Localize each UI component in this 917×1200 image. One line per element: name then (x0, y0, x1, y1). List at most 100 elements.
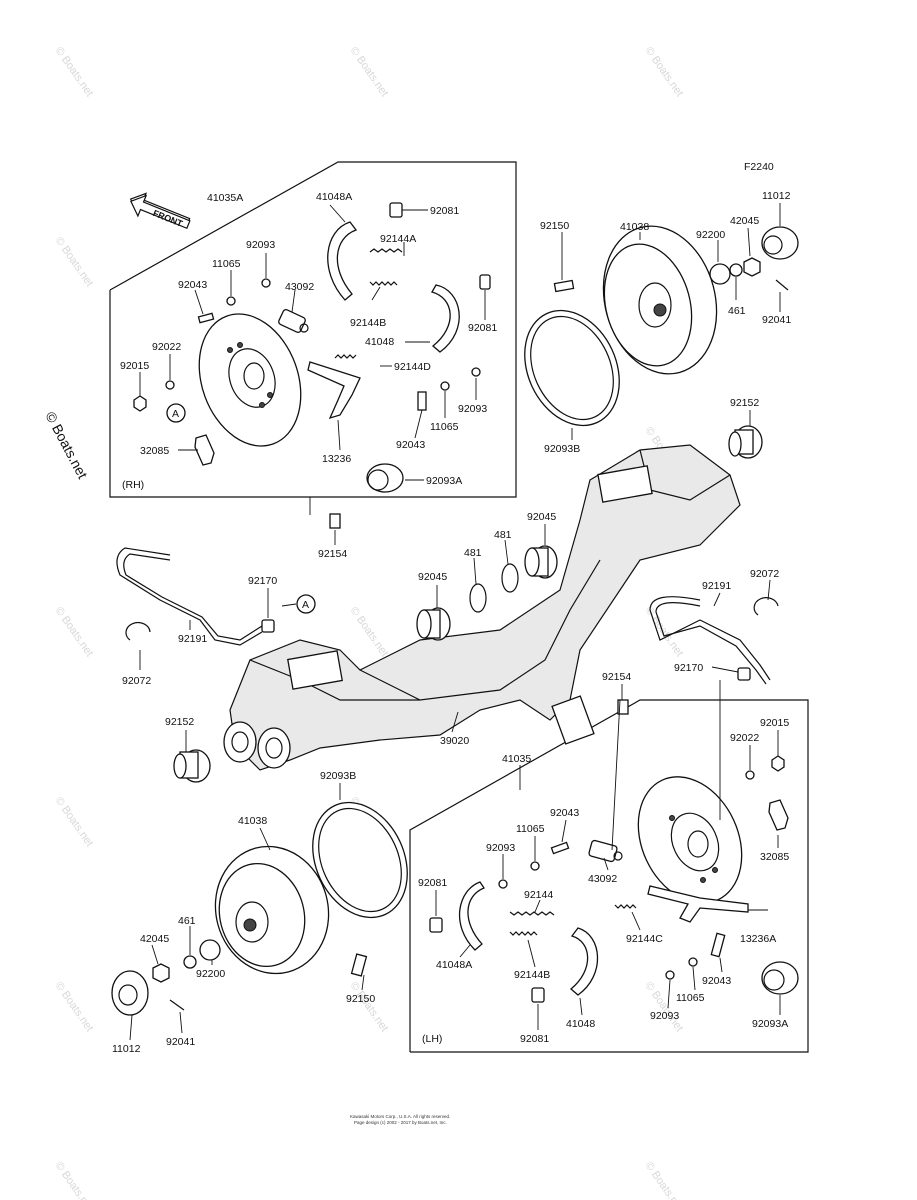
clamp-92170-left (261, 619, 275, 633)
nut-42045-bottom (152, 963, 170, 983)
hose-92191-left-inner (123, 553, 263, 641)
clip-92081 (389, 202, 403, 218)
washer-461-bottom (183, 955, 197, 969)
label-92043: 92043 (178, 279, 207, 291)
label-92093A: 92093A (426, 475, 462, 487)
brake-shoe-41048-lh (569, 927, 599, 996)
label-92093b: 92093 (458, 403, 487, 415)
pin-92043-lh-b (710, 932, 726, 958)
washer-92093b (471, 367, 481, 377)
label-92072-b: 92072 (750, 568, 779, 580)
label-11065-lh-a: 11065 (516, 823, 545, 835)
watermark: © Boats.net (348, 45, 391, 99)
axle-housing-39020 (223, 444, 741, 771)
label-13236: 13236 (322, 453, 351, 465)
clip-32085-lh (768, 799, 789, 831)
brake-drum-bottom (214, 845, 330, 975)
clip-92081b (479, 274, 491, 290)
watermark: © Boats.net (348, 980, 391, 1034)
label-92081-lh-a: 92081 (418, 877, 447, 889)
label-92191-a: 92191 (178, 633, 207, 645)
label-92043-lh-a: 92043 (550, 807, 579, 819)
watermark: © Boats.net (643, 1160, 686, 1200)
spring-92144-lh (509, 911, 555, 916)
label-92154-a: 92154 (318, 548, 347, 560)
backing-plate-rh (198, 313, 302, 447)
figure-code: F2240 (744, 161, 774, 173)
label-92152-left: 92152 (165, 716, 194, 728)
brake-shoe-41048A (327, 221, 358, 301)
label-92045-b: 92045 (418, 571, 447, 583)
pin-92043b (417, 391, 427, 411)
watermark: © Boats.net (53, 45, 96, 99)
label-92081-lh-b: 92081 (520, 1033, 549, 1045)
nut-42045 (743, 257, 761, 277)
label-92015-lh: 92015 (760, 717, 789, 729)
label-92144B: 92144B (350, 317, 386, 329)
washer-11065-lh-b (688, 957, 698, 967)
watermark: © Boats.net (53, 605, 96, 659)
label-92093A-lh: 92093A (752, 1018, 788, 1030)
nut-92015-lh (771, 755, 785, 772)
bushing-92152-top (728, 425, 763, 459)
watermark: © Boats.net (53, 980, 96, 1034)
label-11065b: 11065 (430, 421, 459, 433)
brake-drum-top (602, 225, 718, 375)
label-39020: 39020 (440, 735, 469, 747)
clamp-92170-right (737, 667, 751, 681)
label-41048A-lh: 41048A (436, 959, 472, 971)
label-92144-lh: 92144 (524, 889, 553, 901)
label-11065: 11065 (212, 258, 241, 270)
label-92022: 92022 (152, 341, 181, 353)
label-92152-top: 92152 (730, 397, 759, 409)
seal-ring-92093B-top (524, 309, 620, 427)
ref-mark-a-2 (296, 594, 316, 614)
bolt-92150-bottom (350, 953, 368, 977)
bolt-92154-a (329, 513, 341, 529)
clip-92072-left (125, 622, 151, 641)
ref-mark-a-label: A (172, 408, 179, 420)
bearing-92045-a (524, 545, 558, 579)
label-92200-bottom: 92200 (196, 968, 225, 980)
ref-mark-a (166, 403, 186, 423)
cylinder-43092-lh (588, 839, 623, 863)
label-481-a: 481 (494, 529, 512, 541)
label-41035: 41035 (502, 753, 531, 765)
washer-461 (729, 263, 743, 277)
label-92150-bottom: 92150 (346, 993, 375, 1005)
watermark: © Boats.net (53, 795, 96, 849)
label-92093B-top: 92093B (544, 443, 580, 455)
circlip-481-a (501, 563, 519, 593)
bolt-92150 (553, 279, 575, 293)
label-41038: 41038 (620, 221, 649, 233)
washer-92200 (709, 263, 731, 285)
label-32085-lh: 32085 (760, 851, 789, 863)
cap-11012-bottom (111, 970, 149, 1016)
copyright-line-2: Page design (c) 2002 - 2017 by Boats.net… (354, 1120, 447, 1125)
spring-92144D (334, 354, 357, 359)
cap-11012 (761, 226, 799, 260)
label-42045: 42045 (730, 215, 759, 227)
pin-92041-bottom (169, 999, 185, 1011)
washer-92093 (261, 278, 271, 288)
label-11012: 11012 (762, 190, 791, 202)
label-13236A-lh: 13236A (740, 933, 776, 945)
watermark: © Boats.net (348, 605, 391, 659)
label-92093: 92093 (246, 239, 275, 251)
label-92043-lh-b: 92043 (702, 975, 731, 987)
bearing-92045-b (416, 607, 451, 641)
label-92081b: 92081 (468, 322, 497, 334)
washer-92200-bottom (199, 939, 221, 961)
label-92022-lh: 92022 (730, 732, 759, 744)
brake-shoe-41048 (431, 284, 460, 353)
backing-plate-lh (637, 776, 743, 904)
seal-ring-92093B-bottom (312, 801, 408, 919)
label-92015: 92015 (120, 360, 149, 372)
seal-92093A-lh (761, 961, 799, 995)
label-11012-bottom: 11012 (112, 1043, 141, 1055)
spring-92144C-lh (614, 904, 637, 909)
label-41048: 41048 (365, 336, 394, 348)
front-arrow: FRONT (129, 192, 191, 230)
lh-side-label: (LH) (422, 1033, 442, 1045)
label-92191-b: 92191 (702, 580, 731, 592)
